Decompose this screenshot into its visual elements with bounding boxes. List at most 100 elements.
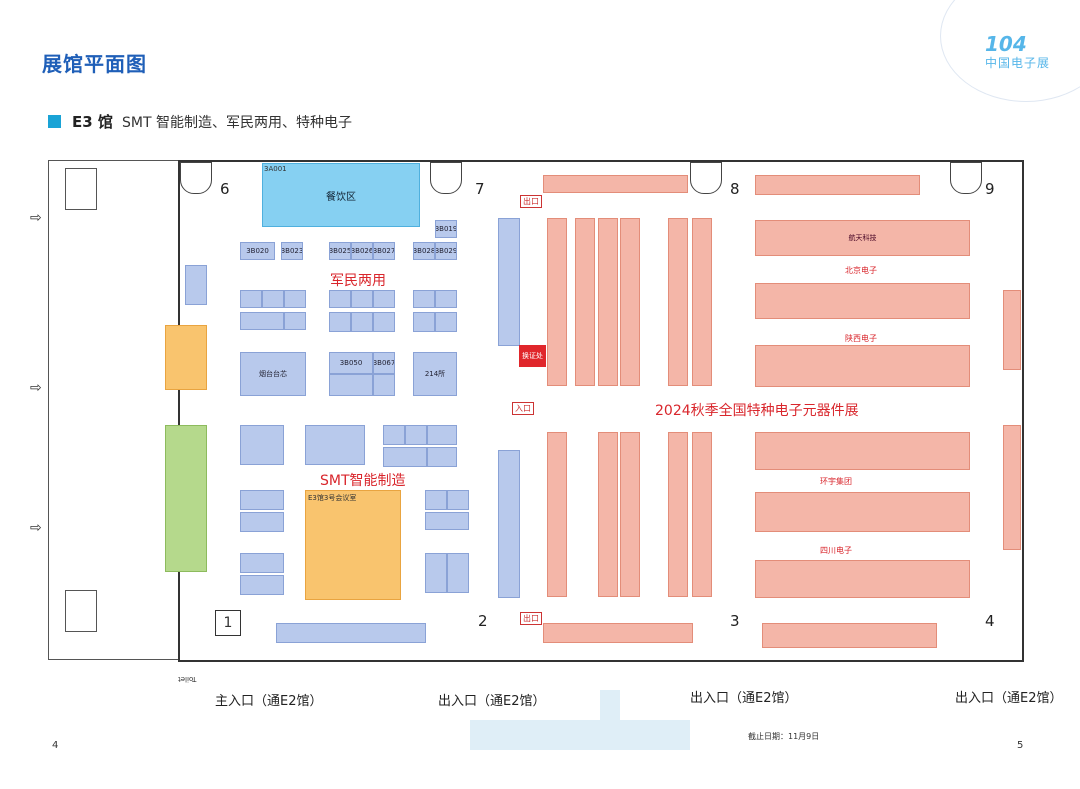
booth-block[interactable] bbox=[755, 560, 970, 598]
booth[interactable] bbox=[240, 425, 284, 465]
booth-column[interactable] bbox=[598, 432, 618, 597]
booth-column[interactable] bbox=[547, 218, 567, 386]
catering-zone[interactable]: 餐饮区 bbox=[262, 163, 420, 227]
booth-label: 3B026 bbox=[351, 246, 373, 255]
booth[interactable] bbox=[427, 425, 457, 445]
group-label: 环宇集团 bbox=[820, 477, 852, 486]
booth[interactable]: 3B027 bbox=[373, 242, 395, 260]
booth[interactable] bbox=[240, 290, 262, 308]
booth[interactable]: 烟台台芯 bbox=[240, 352, 306, 396]
booth[interactable]: 3B026 bbox=[351, 242, 373, 260]
skyline-decoration bbox=[600, 690, 620, 750]
booth[interactable]: 3B023 bbox=[281, 242, 303, 260]
booth[interactable] bbox=[185, 265, 207, 305]
booth[interactable] bbox=[425, 512, 469, 530]
deadline-note: 截止日期：11月9日 bbox=[748, 732, 820, 741]
door-icon bbox=[180, 162, 212, 194]
booth[interactable]: 3B050 bbox=[329, 352, 373, 374]
booth[interactable] bbox=[351, 290, 373, 308]
door-number: 4 bbox=[985, 612, 995, 630]
booth-block[interactable] bbox=[755, 492, 970, 532]
booth-row[interactable] bbox=[543, 175, 688, 193]
booth[interactable] bbox=[447, 553, 469, 593]
group-label: 陕西电子 bbox=[845, 334, 877, 343]
booth-row[interactable] bbox=[762, 623, 937, 648]
booth[interactable] bbox=[373, 374, 395, 396]
booth[interactable]: 3B029 bbox=[435, 242, 457, 260]
entry-arrow-icon: ⇨ bbox=[30, 210, 42, 226]
booth[interactable] bbox=[425, 553, 447, 593]
booth[interactable] bbox=[262, 290, 284, 308]
booth-row[interactable] bbox=[755, 175, 920, 195]
booth-label: 3B050 bbox=[339, 358, 363, 367]
conference-room[interactable]: E3馆3号会议室 bbox=[305, 490, 401, 600]
booth[interactable] bbox=[284, 290, 306, 308]
booth[interactable]: 3B020 bbox=[240, 242, 275, 260]
booth[interactable]: 3B025 bbox=[329, 242, 351, 260]
booth-column[interactable] bbox=[598, 218, 618, 386]
door-icon bbox=[690, 162, 722, 194]
booth-column[interactable] bbox=[692, 218, 712, 386]
meeting-room[interactable] bbox=[165, 325, 207, 390]
booth[interactable]: 214所 bbox=[413, 352, 457, 396]
exit-tag: 出口 bbox=[520, 195, 542, 208]
booth[interactable] bbox=[240, 490, 284, 510]
booth-block[interactable]: 航天科技 bbox=[755, 220, 970, 256]
booth[interactable] bbox=[447, 490, 469, 510]
toilet-label: Toilet bbox=[178, 675, 197, 683]
exit-tag: 出口 bbox=[520, 612, 542, 625]
booth[interactable] bbox=[413, 290, 435, 308]
door-number-box: 1 bbox=[215, 610, 241, 636]
booth[interactable] bbox=[427, 447, 457, 467]
booth[interactable] bbox=[383, 425, 405, 445]
booth-block[interactable] bbox=[755, 432, 970, 470]
booth[interactable] bbox=[373, 290, 395, 308]
booth[interactable]: 3B028 bbox=[413, 242, 435, 260]
booth[interactable] bbox=[413, 312, 435, 332]
exhibit-activity-area[interactable] bbox=[1003, 425, 1021, 550]
booth-row[interactable] bbox=[543, 623, 693, 643]
booth[interactable] bbox=[240, 312, 284, 330]
booth[interactable] bbox=[435, 290, 457, 308]
booth[interactable] bbox=[305, 425, 365, 465]
booth-column[interactable] bbox=[692, 432, 712, 597]
booth-block[interactable] bbox=[755, 283, 970, 319]
booth[interactable]: 3B019 bbox=[435, 220, 457, 238]
door-number: 6 bbox=[220, 180, 230, 198]
booth[interactable] bbox=[329, 290, 351, 308]
expo-logo-text: 中国电子展 bbox=[985, 56, 1051, 70]
booth-column[interactable] bbox=[547, 432, 567, 597]
booth-block[interactable] bbox=[755, 345, 970, 387]
booth-column[interactable] bbox=[498, 218, 520, 346]
booth-column[interactable] bbox=[620, 218, 640, 386]
booth-label: 3B029 bbox=[435, 246, 457, 255]
page-title: 展馆平面图 bbox=[42, 52, 147, 76]
booth-label: 3B027 bbox=[373, 246, 395, 255]
entry-arrow-icon: ⇨ bbox=[30, 520, 42, 536]
conference-label: E3馆3号会议室 bbox=[308, 494, 357, 502]
booth-column[interactable] bbox=[575, 218, 595, 386]
booth[interactable] bbox=[373, 312, 395, 332]
door-number: 8 bbox=[730, 180, 740, 198]
booth[interactable] bbox=[284, 312, 306, 330]
booth[interactable] bbox=[435, 312, 457, 332]
booth[interactable] bbox=[383, 447, 427, 467]
booth[interactable] bbox=[240, 553, 284, 573]
booth-label: 214所 bbox=[424, 369, 446, 378]
booth[interactable] bbox=[405, 425, 427, 445]
booth[interactable] bbox=[351, 312, 373, 332]
booth-column[interactable] bbox=[620, 432, 640, 597]
hall-name: E3 馆 bbox=[72, 113, 113, 131]
booth-column[interactable] bbox=[498, 450, 520, 598]
booth[interactable] bbox=[329, 312, 351, 332]
booth[interactable]: 3B067 bbox=[373, 352, 395, 374]
booth-column[interactable] bbox=[1003, 290, 1021, 370]
booth-column[interactable] bbox=[668, 432, 688, 597]
booth[interactable] bbox=[240, 575, 284, 595]
booth[interactable] bbox=[240, 512, 284, 532]
booth[interactable] bbox=[329, 374, 373, 396]
booth-row[interactable] bbox=[276, 623, 426, 643]
checkin-desk[interactable]: 换证处 bbox=[519, 345, 546, 367]
booth[interactable] bbox=[425, 490, 447, 510]
booth-column[interactable] bbox=[668, 218, 688, 386]
